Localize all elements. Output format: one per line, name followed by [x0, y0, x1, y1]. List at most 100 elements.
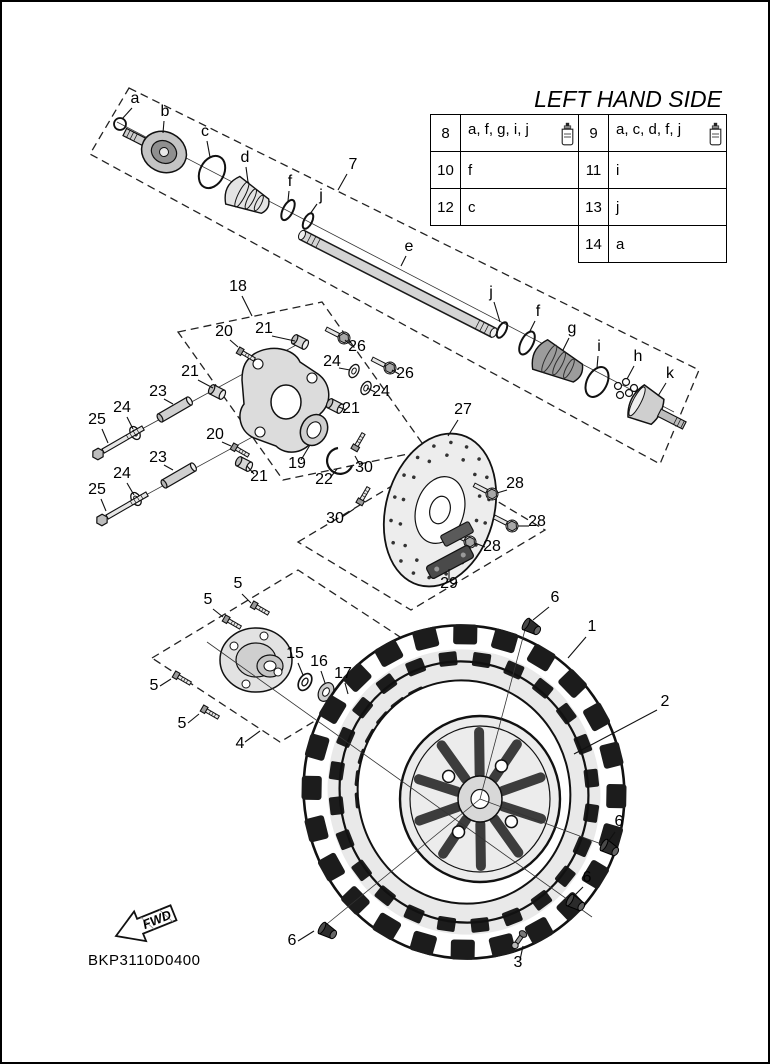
callout-26: 26 — [396, 365, 414, 382]
leader-line — [126, 416, 134, 430]
bolt-30 — [355, 485, 373, 507]
cv-joint-b — [122, 127, 188, 174]
callout-4: 4 — [236, 735, 245, 752]
brake-assembly — [382, 432, 521, 588]
callout-20: 20 — [206, 426, 224, 443]
callout-i: i — [597, 338, 601, 355]
axle-shaft-assembly — [113, 117, 687, 430]
callout-24: 24 — [323, 353, 341, 370]
page-title: LEFT HAND SIDE — [534, 86, 722, 112]
stud-5 — [249, 600, 271, 618]
bolt-26 — [368, 353, 399, 377]
leader-line — [400, 255, 407, 267]
leader-line — [596, 355, 599, 369]
wheel-axis-lines — [206, 625, 605, 929]
disc-guard-29 — [425, 545, 475, 579]
leader-line — [100, 498, 107, 512]
grease-ref-cell: 8 — [430, 114, 461, 152]
leader-line — [532, 606, 550, 621]
leader-line — [528, 320, 536, 334]
leader-line — [101, 428, 109, 444]
lug-nut-6 — [316, 920, 340, 943]
callout-22: 22 — [315, 471, 333, 488]
callout-28: 28 — [528, 513, 546, 530]
bolt-25 — [89, 423, 147, 462]
leader-line — [287, 190, 290, 202]
leader-line — [271, 335, 296, 342]
empty-cell — [461, 226, 579, 263]
grease-codes-cell: j — [608, 188, 727, 226]
callout-23: 23 — [149, 383, 167, 400]
callout-5: 5 — [178, 715, 187, 732]
callout-17: 17 — [334, 665, 352, 682]
grease-codes-cell: c — [460, 188, 579, 226]
leader-line — [391, 369, 400, 375]
callout-26: 26 — [348, 338, 366, 355]
callout-e: e — [405, 238, 414, 255]
callout-21: 21 — [250, 468, 268, 485]
grease-codes-cell: f — [460, 151, 579, 189]
grease-ref-cell: 10 — [430, 151, 461, 189]
leader-line — [187, 713, 200, 724]
callout-d: d — [241, 149, 250, 166]
callout-a: a — [131, 90, 140, 107]
leader-line — [163, 464, 174, 471]
leader-line — [493, 301, 501, 323]
grease-codes-cell: i — [608, 151, 727, 189]
leader-line — [657, 382, 667, 397]
leader-line — [221, 441, 232, 447]
leader-line — [309, 203, 318, 215]
cv-boot-d — [224, 175, 270, 215]
callout-23: 23 — [149, 449, 167, 466]
grease-codes-cell: a, f, g, i, j — [460, 114, 579, 152]
callout-g: g — [568, 320, 577, 337]
callout-16: 16 — [310, 653, 328, 670]
collar-21 — [289, 333, 311, 351]
leader-line — [212, 608, 224, 618]
callout-3: 3 — [514, 954, 523, 971]
leader-line — [337, 173, 348, 191]
grease-ref-cell: 12 — [430, 188, 461, 226]
boot-clamp-f2 — [518, 330, 536, 356]
grease-ref-cell: 13 — [578, 188, 609, 226]
callout-j: j — [318, 187, 323, 204]
grease-ref-cell: 11 — [578, 151, 609, 189]
cv-joint-k — [627, 383, 687, 430]
leader-line — [341, 508, 355, 518]
leader-line — [244, 730, 261, 743]
leader-line — [354, 455, 361, 466]
circlip-22 — [325, 446, 354, 475]
leader-line — [162, 120, 165, 134]
cv-boot-g — [531, 338, 584, 383]
grease-tube-icon — [709, 122, 722, 145]
leader-line — [344, 339, 353, 347]
leader-line — [297, 930, 315, 942]
callout-5: 5 — [234, 575, 243, 592]
leader-line — [297, 662, 304, 676]
callout-21: 21 — [181, 363, 199, 380]
stud-5 — [199, 704, 221, 722]
washer-24 — [358, 379, 374, 397]
fwd-arrow-icon — [114, 904, 178, 943]
leader-line — [447, 419, 459, 437]
callout-j: j — [488, 284, 493, 301]
circlip-i — [584, 366, 610, 398]
leader-line — [344, 682, 349, 695]
callout-f: f — [536, 303, 541, 320]
callout-28: 28 — [483, 538, 501, 555]
leader-line — [229, 339, 239, 348]
leader-line — [496, 489, 508, 494]
brake-assembly-boundary — [296, 461, 547, 611]
washer-24 — [346, 362, 362, 380]
callout-25: 25 — [88, 411, 106, 428]
grease-codes-cell: a, c, d, f, j — [608, 114, 727, 152]
leader-line — [126, 482, 135, 496]
leader-line — [320, 670, 326, 684]
leader-line — [159, 678, 172, 687]
leader-line — [366, 387, 376, 393]
callout-18: 18 — [229, 278, 247, 295]
